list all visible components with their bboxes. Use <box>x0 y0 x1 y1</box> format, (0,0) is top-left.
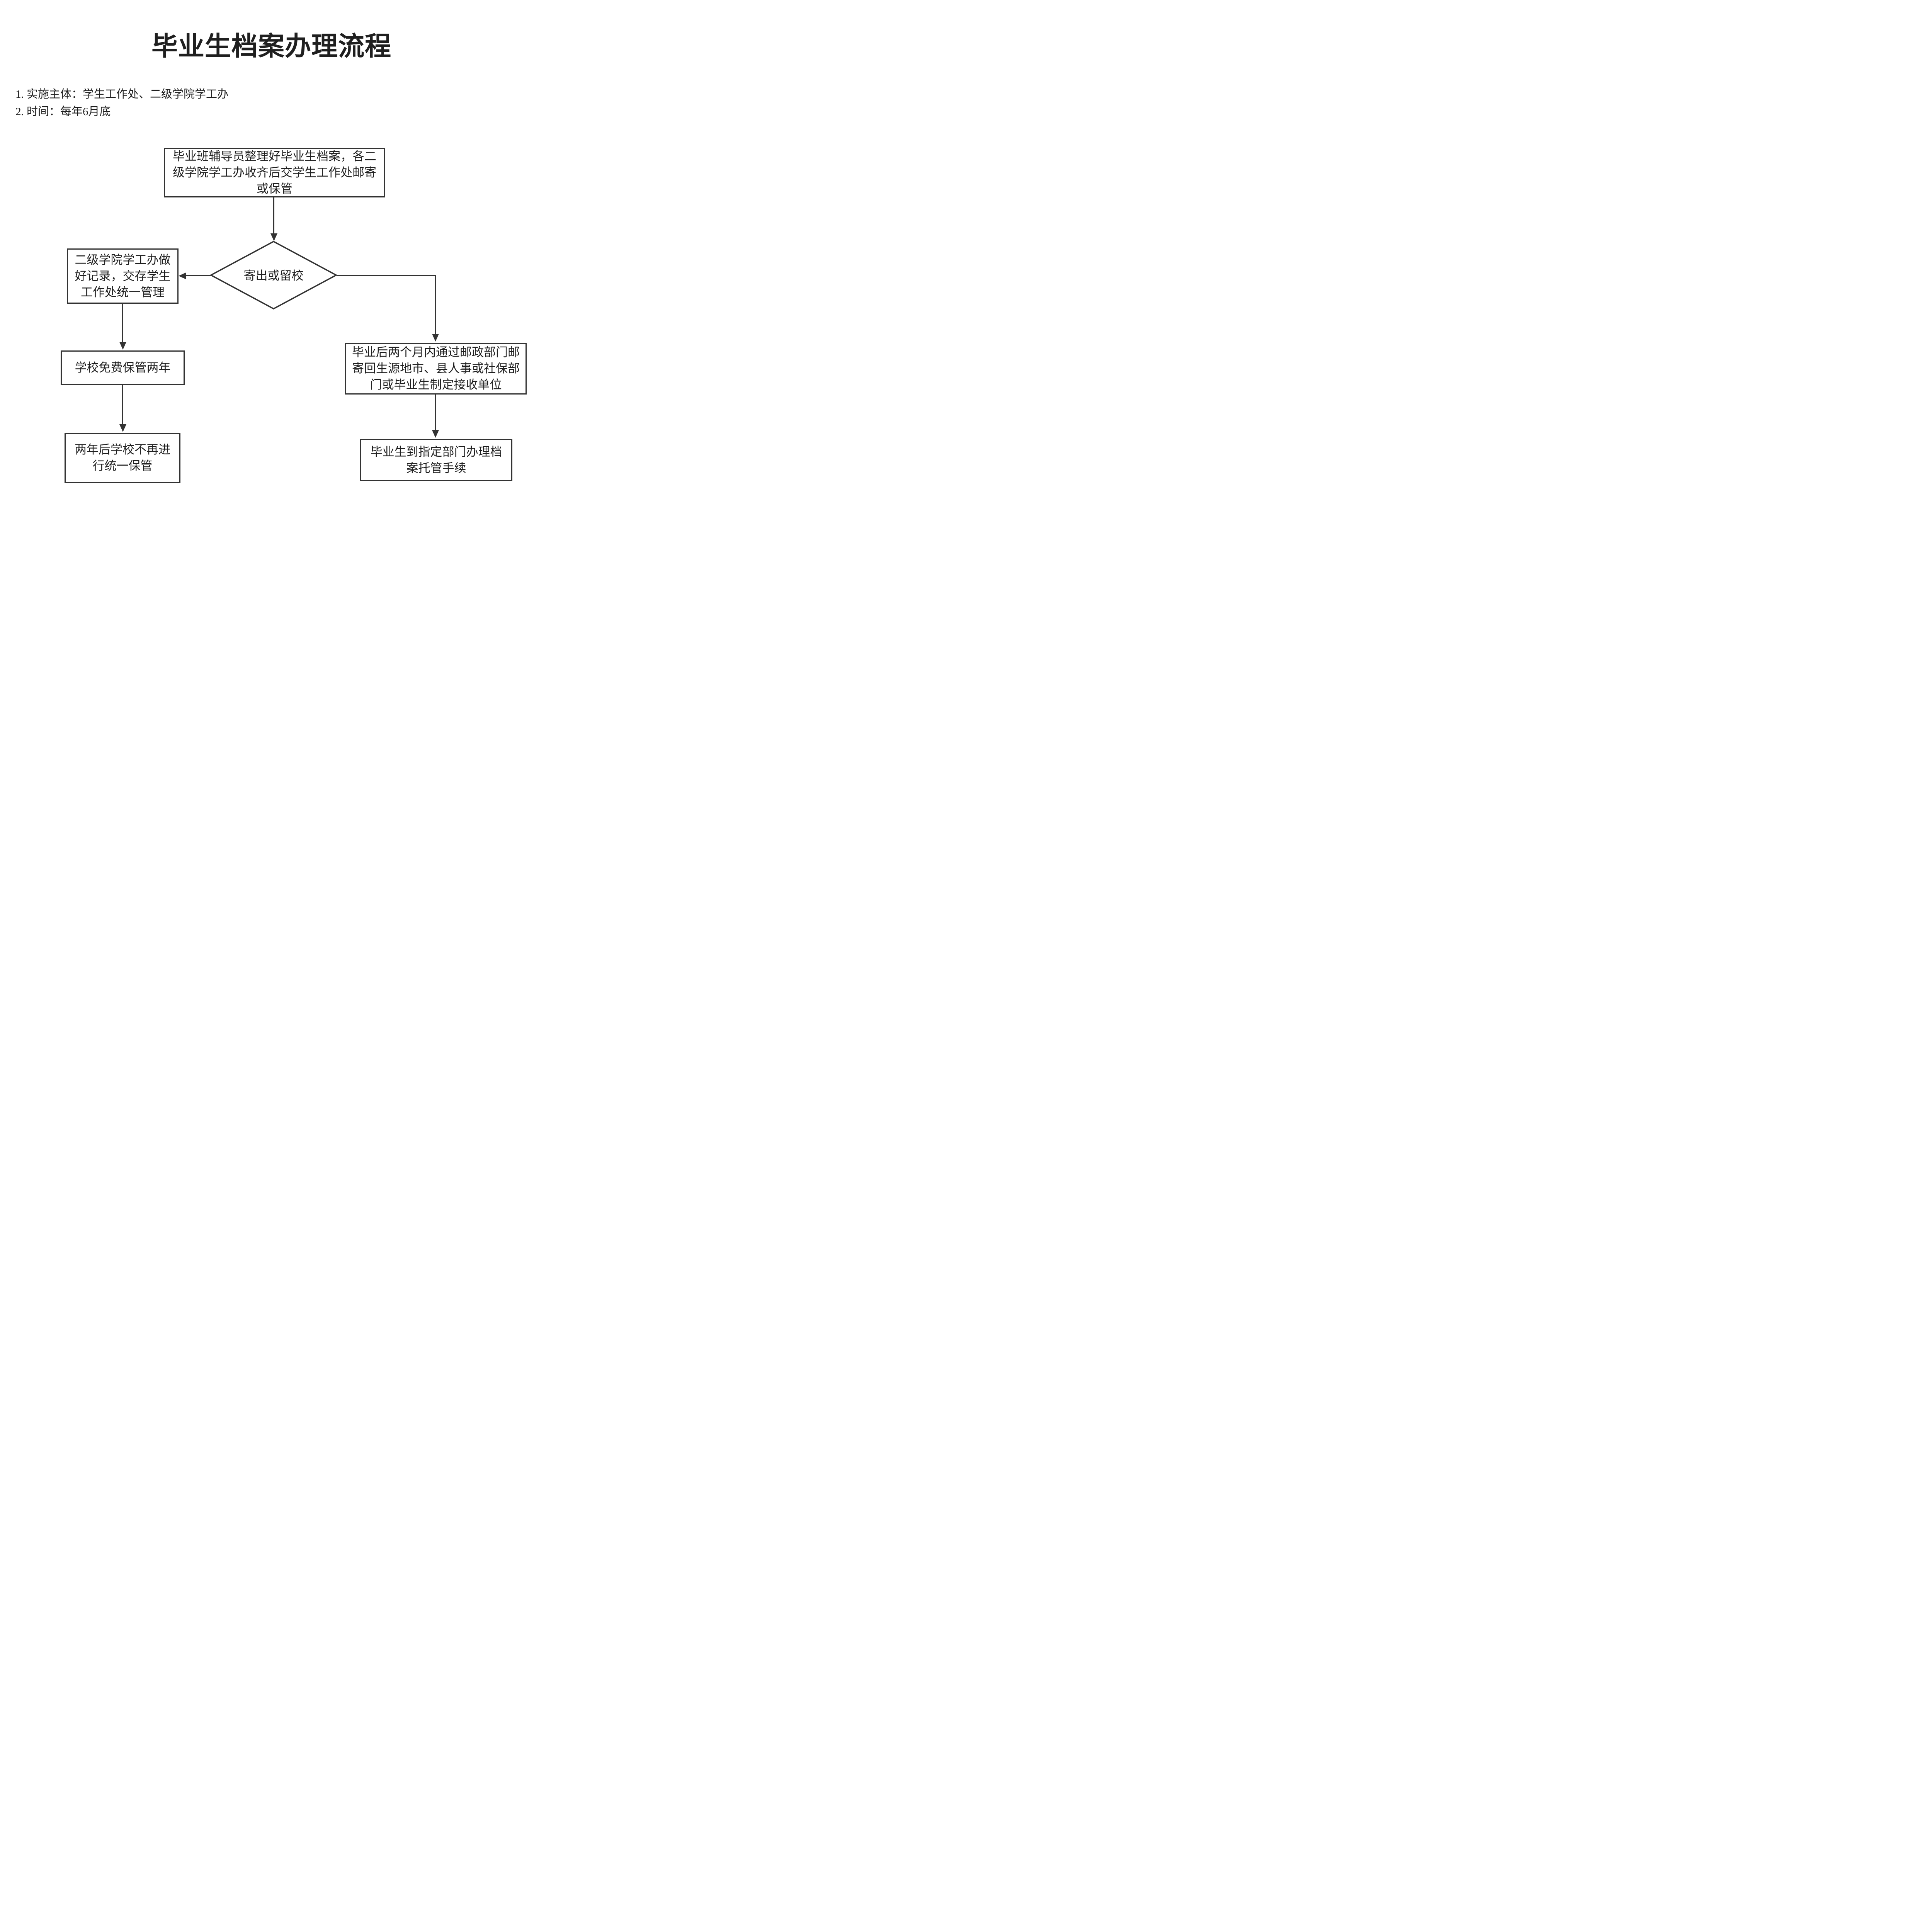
decision-diamond-shape <box>210 241 337 310</box>
flowchart-canvas: 毕业生档案办理流程 1. 实施主体：学生工作处、二级学院学工办 2. 时间：每年… <box>0 0 543 501</box>
arrowhead-down-into-mail-out <box>432 334 439 342</box>
connector-decision-to-mail-out-horizontal <box>337 275 436 276</box>
notes-list: 1. 实施主体：学生工作处、二级学院学工办 2. 时间：每年6月底 <box>15 88 229 118</box>
arrowhead-left-into-keep-record <box>179 272 186 279</box>
page-title: 毕业生档案办理流程 <box>151 32 391 61</box>
node-no-storage-box: 两年后学校不再进 行统一保管 <box>65 433 180 483</box>
connector-keep-record-to-free-storage <box>122 304 123 342</box>
connector-decision-to-mail-out-vertical <box>435 275 436 334</box>
arrowhead-down-into-custody <box>432 430 439 438</box>
arrowhead-down-into-decision <box>270 233 277 241</box>
node-free-storage-box: 学校免费保管两年 <box>61 350 185 385</box>
node-mail-out-box: 毕业后两个月内通过邮政部门邮 寄回生源地市、县人事或社保部 门或毕业生制定接收单… <box>345 343 527 395</box>
node-start-box: 毕业班辅导员整理好毕业生档案，各二 级学院学工办收齐后交学生工作处邮寄 或保管 <box>164 148 385 197</box>
arrowhead-down-into-no-storage <box>119 424 126 432</box>
connector-free-storage-to-no-storage <box>122 385 123 424</box>
arrowhead-down-into-free-storage <box>119 342 126 350</box>
connector-start-to-decision <box>273 197 274 234</box>
node-keep-record-box: 二级学院学工办做 好记录，交存学生 工作处统一管理 <box>67 248 179 304</box>
connector-mail-out-to-custody <box>435 395 436 430</box>
node-custody-box: 毕业生到指定部门办理档 案托管手续 <box>360 439 512 481</box>
node-decision-label: 寄出或留校 <box>243 269 304 282</box>
connector-decision-to-keep-record <box>185 275 211 276</box>
